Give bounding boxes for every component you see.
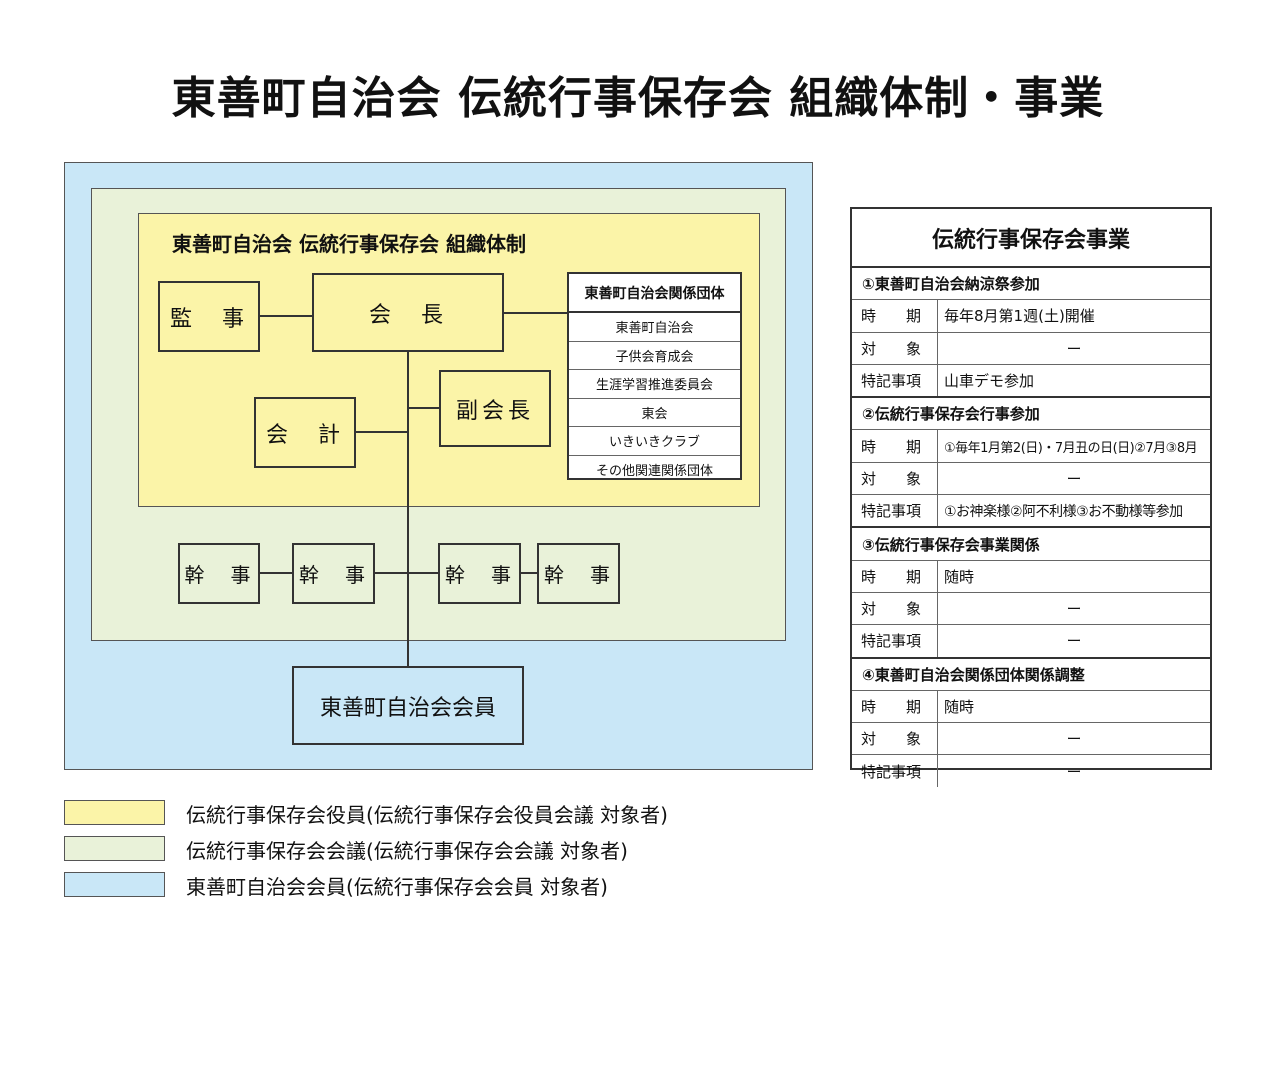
org-chart-title: 東善町自治会 伝統行事保存会 組織体制 [172, 232, 526, 256]
related-groups-box: 東善町自治会関係団体 東善町自治会 子供会育成会 生涯学習推進委員会 東会 いき… [567, 272, 742, 480]
treasurer-box: 会 計 [254, 397, 356, 468]
row-label: 特記事項 [852, 364, 938, 397]
related-group-item: 東善町自治会 [569, 313, 740, 342]
row-label: 時 期 [852, 560, 938, 592]
table-row: 対 象 ー [852, 723, 1210, 756]
projects-table-title: 伝統行事保存会事業 [852, 209, 1210, 268]
row-value: ー [1066, 469, 1082, 488]
connector-president-groups [503, 312, 569, 314]
connector-trunk [407, 350, 409, 666]
members-box: 東善町自治会会員 [292, 666, 524, 745]
table-row: 特記事項 山車デモ参加 [852, 364, 1210, 399]
connector-secretaries-2 [374, 572, 440, 574]
table-row: 時 期 随時 [852, 690, 1210, 724]
table-row: 特記事項 ー [852, 625, 1210, 659]
secretary-box: 幹 事 [537, 543, 620, 604]
page-title: 東善町自治会 伝統行事保存会 組織体制・事業 [171, 73, 1105, 124]
related-group-item: 子供会育成会 [569, 342, 740, 370]
row-value: 毎年8月第1週(土)開催 [944, 307, 1095, 326]
section-heading: ①東善町自治会納涼祭参加 [852, 268, 1210, 301]
secretary-box: 幹 事 [178, 543, 260, 604]
row-label: 対 象 [852, 723, 938, 755]
table-row: 特記事項 ①お神楽様②阿不利様③お不動様等参加 [852, 495, 1210, 529]
legend-swatch-officers [64, 800, 165, 825]
related-group-item: 生涯学習推進委員会 [569, 370, 740, 399]
row-value: ー [1066, 339, 1082, 358]
legend-label-officers: 伝統行事保存会役員(伝統行事保存会役員会議 対象者) [186, 803, 668, 827]
section-heading: ④東善町自治会関係団体関係調整 [852, 659, 1210, 691]
table-row: 対 象 ー [852, 592, 1210, 626]
legend-label-council: 伝統行事保存会会議(伝統行事保存会会議 対象者) [186, 839, 628, 863]
connector-secretaries-1 [259, 572, 294, 574]
section-heading: ②伝統行事保存会行事参加 [852, 398, 1210, 431]
section-heading: ③伝統行事保存会事業関係 [852, 528, 1210, 561]
row-label: 特記事項 [852, 495, 938, 527]
row-label: 時 期 [852, 690, 938, 723]
table-row: 特記事項 ー [852, 755, 1210, 787]
row-value: ー [1066, 600, 1082, 619]
row-label: 対 象 [852, 462, 938, 495]
row-value: 山車デモ参加 [944, 372, 1035, 391]
related-groups-header: 東善町自治会関係団体 [569, 274, 740, 313]
row-label: 対 象 [852, 332, 938, 364]
auditor-box: 監 事 [158, 281, 260, 352]
secretary-box: 幹 事 [292, 543, 375, 604]
connector-secretaries-3 [520, 572, 539, 574]
row-label: 特記事項 [852, 625, 938, 657]
legend-swatch-council [64, 836, 165, 861]
table-row: 対 象 ー [852, 332, 1210, 365]
row-value: ー [1066, 762, 1082, 781]
president-box: 会 長 [312, 273, 504, 352]
table-row: 時 期 毎年8月第1週(土)開催 [852, 300, 1210, 333]
row-value: ー [1066, 730, 1082, 749]
related-group-item: いきいきクラブ [569, 427, 740, 456]
related-group-item: 東会 [569, 399, 740, 427]
secretary-box: 幹 事 [438, 543, 521, 604]
connector-vice-president [407, 407, 441, 409]
connector-treasurer [355, 431, 409, 433]
row-label: 特記事項 [852, 755, 938, 787]
row-value: 随時 [944, 698, 975, 716]
row-value: 随時 [944, 567, 975, 586]
projects-table: 伝統行事保存会事業 ①東善町自治会納涼祭参加 時 期 毎年8月第1週(土)開催 … [850, 207, 1212, 787]
row-value: ①毎年1月第2(日)・7月丑の日(日)②7月③8月 [944, 440, 1198, 456]
connector-auditor-president [260, 315, 314, 317]
row-label: 時 期 [852, 300, 938, 332]
table-row: 時 期 随時 [852, 560, 1210, 593]
row-label: 対 象 [852, 592, 938, 625]
table-row: 時 期 ①毎年1月第2(日)・7月丑の日(日)②7月③8月 [852, 430, 1210, 463]
related-group-item: その他関連関係団体 [595, 463, 713, 479]
vice-president-box: 副会長 [439, 370, 551, 447]
legend-label-members: 東善町自治会会員(伝統行事保存会会員 対象者) [186, 875, 608, 899]
table-row: 対 象 ー [852, 462, 1210, 496]
row-label: 時 期 [852, 430, 938, 462]
row-value: ①お神楽様②阿不利様③お不動様等参加 [944, 503, 1183, 520]
legend-swatch-members [64, 872, 165, 897]
row-value: ー [1066, 632, 1082, 651]
